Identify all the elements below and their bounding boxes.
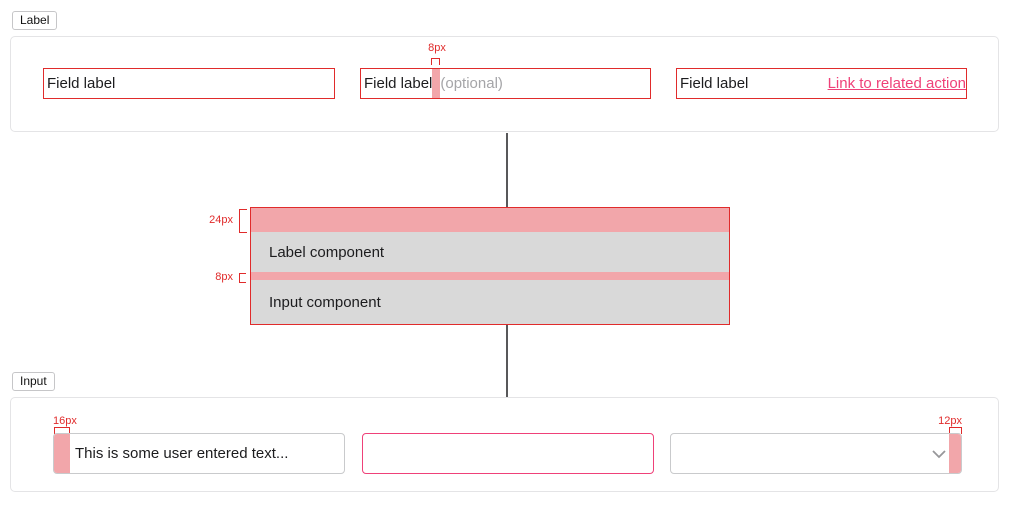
input-value-text: This is some user entered text... [75, 445, 289, 462]
related-action-link[interactable]: Link to related action [827, 75, 966, 92]
right-padding-bracket [949, 427, 962, 434]
top-spacing-annotation: 24px [209, 214, 233, 226]
input-section-badge: Input [12, 372, 55, 391]
left-padding-annotation: 16px [53, 415, 77, 427]
field-label-text: Field label [680, 75, 749, 92]
gap-highlight [432, 69, 441, 98]
between-spacing-bracket [239, 273, 246, 283]
focused-input[interactable] [362, 433, 654, 474]
field-label-optional: Field label (optional) [360, 68, 651, 99]
left-padding-bracket [54, 427, 70, 434]
input-component-band: Input component [251, 280, 729, 324]
between-spacing-band [251, 272, 729, 280]
spacing-diagram: Label component Input component [250, 207, 730, 325]
label-component-text: Label component [269, 243, 385, 261]
select-input[interactable] [670, 433, 962, 474]
gap-8px-bracket [431, 58, 440, 65]
optional-suffix-text: (optional) [440, 75, 503, 92]
label-component-band: Label component [251, 232, 729, 272]
text-input[interactable]: This is some user entered text... [53, 433, 345, 474]
between-spacing-annotation: 8px [215, 271, 233, 283]
top-spacing-bracket [239, 209, 247, 233]
input-component-text: Input component [269, 293, 381, 311]
gap-8px-annotation: 8px [428, 42, 446, 54]
field-label-text: Field label [364, 75, 433, 92]
field-label-basic: Field label [43, 68, 335, 99]
right-padding-highlight [949, 434, 961, 473]
field-label-text: Field label [47, 75, 116, 92]
left-padding-highlight [54, 434, 70, 473]
label-section-badge: Label [12, 11, 58, 30]
top-spacing-band [251, 208, 729, 232]
field-label-with-link: Field label Link to related action [676, 68, 967, 99]
right-padding-annotation: 12px [938, 415, 962, 427]
chevron-down-icon [932, 450, 946, 459]
